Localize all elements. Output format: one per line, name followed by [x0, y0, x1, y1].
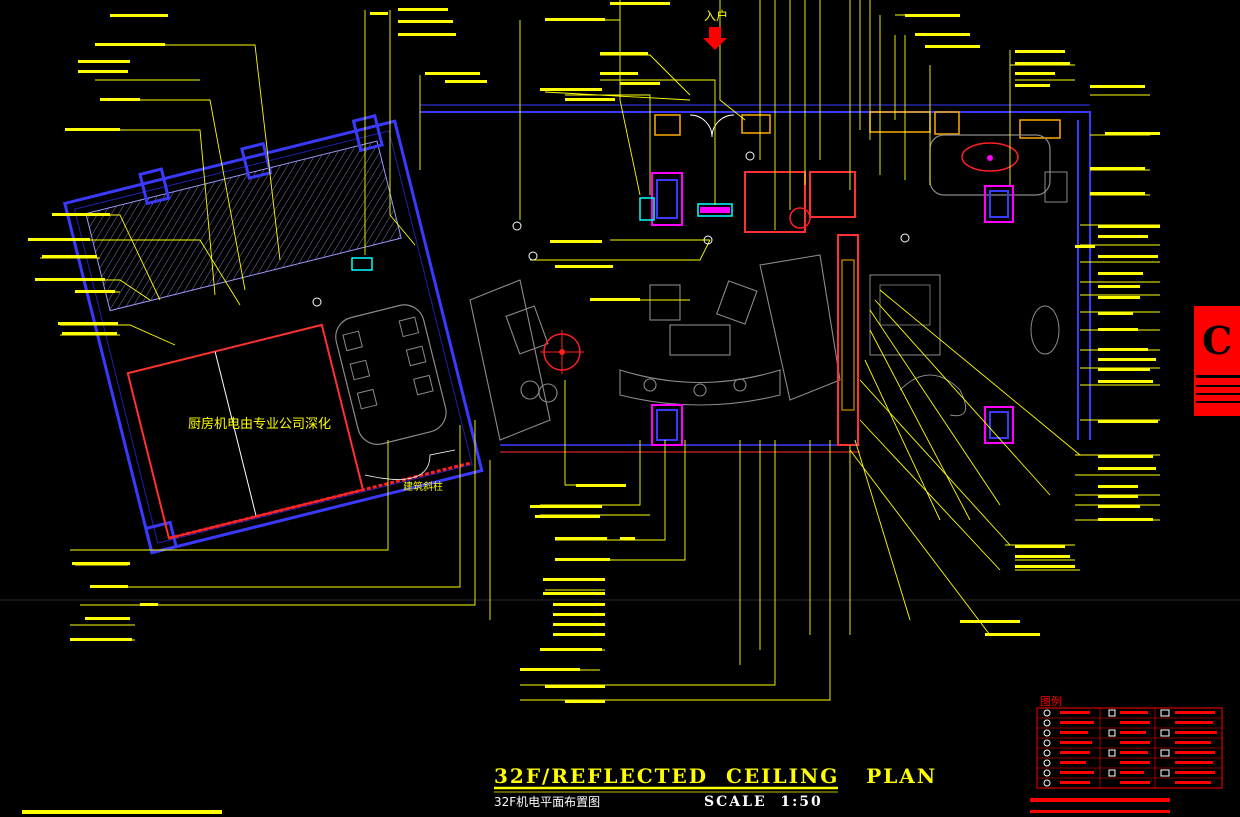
wardrobe — [869, 111, 931, 133]
plan-title-en: 32F/REFLECTED CEILING PLAN — [494, 764, 937, 788]
shoe-cabinet — [654, 114, 681, 136]
hatched-void — [85, 140, 402, 312]
column — [138, 167, 171, 206]
entrance-label: 入户 — [704, 8, 728, 23]
legend-symbols — [1043, 709, 1170, 787]
kitchen-divider — [214, 351, 257, 517]
entrance-arrow-icon — [703, 27, 727, 50]
sheet-tab: C — [1194, 306, 1240, 416]
entry-door — [689, 114, 713, 138]
living-area — [351, 104, 1091, 453]
dining-table — [335, 304, 447, 445]
kitchen-note: 厨房机电由专业公司深化 — [188, 416, 331, 432]
plan-scale: SCALE 1:50 — [704, 794, 823, 810]
annotation-labels — [28, 2, 1160, 703]
legend-title: 图例 — [1040, 694, 1062, 708]
ac-units — [351, 172, 733, 446]
sofa-group — [469, 254, 841, 441]
column — [351, 114, 384, 153]
upper-wall — [420, 111, 1091, 440]
footnote-text — [22, 810, 222, 814]
plan-title-cn: 32F机电平面布置图 — [494, 795, 600, 809]
bed — [869, 274, 941, 356]
legend-box: 图例 — [1030, 694, 1223, 813]
left-wing-outer-wall — [62, 119, 484, 555]
column-note: 建筑斜柱 — [403, 480, 443, 493]
left-wing-inner-wall — [73, 130, 473, 544]
ceiling-edge-light — [168, 461, 471, 540]
legend-note — [1030, 798, 1170, 802]
column — [240, 141, 273, 180]
dining-chairs — [342, 316, 434, 410]
corridor-wall — [837, 234, 859, 446]
sheet-tab-letter: C — [1202, 318, 1234, 363]
fixture-markers — [312, 151, 910, 307]
right-wing — [744, 111, 1079, 446]
bath-light — [961, 142, 1019, 172]
